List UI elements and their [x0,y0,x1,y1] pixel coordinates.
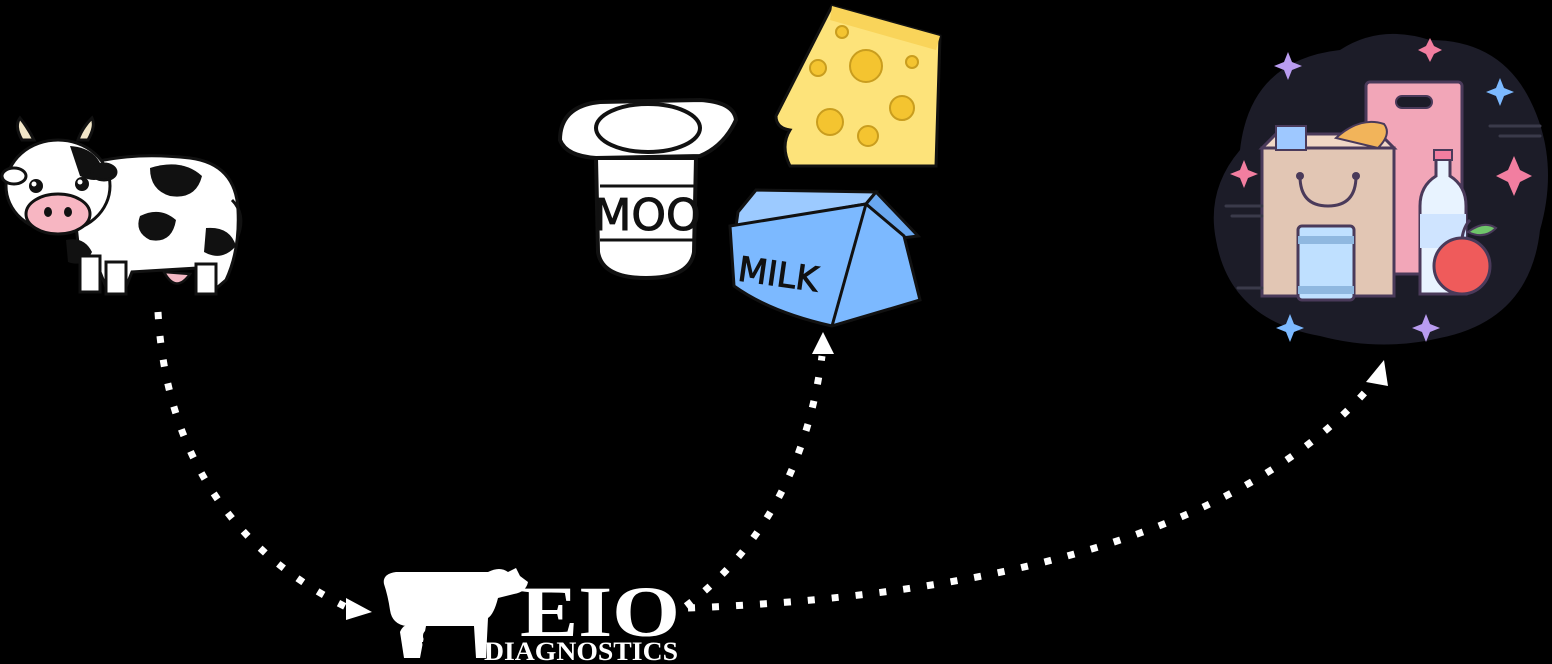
cow-icon [2,118,241,294]
logo-tagline: DIAGNOSTICS [484,637,678,664]
arrow-cow-to-eio [158,312,348,608]
arrow-eio-to-grocery [688,382,1374,608]
milk-carton-icon: MILK [730,190,920,326]
yogurt-cup-icon: MOO [560,100,736,278]
arrow-eio-to-dairy [686,356,822,606]
cheese-wedge-icon [776,6,940,166]
flow-arrows [158,312,1388,620]
eio-diagnostics-logo: EIO DIAGNOSTICS [384,568,680,664]
arrowhead-eio-to-dairy [812,332,834,354]
arrowhead-cow-to-eio [346,598,372,620]
arrowhead-eio-to-grocery [1366,360,1388,386]
grocery-bags-icon [1214,34,1548,345]
yogurt-label: MOO [593,190,700,241]
